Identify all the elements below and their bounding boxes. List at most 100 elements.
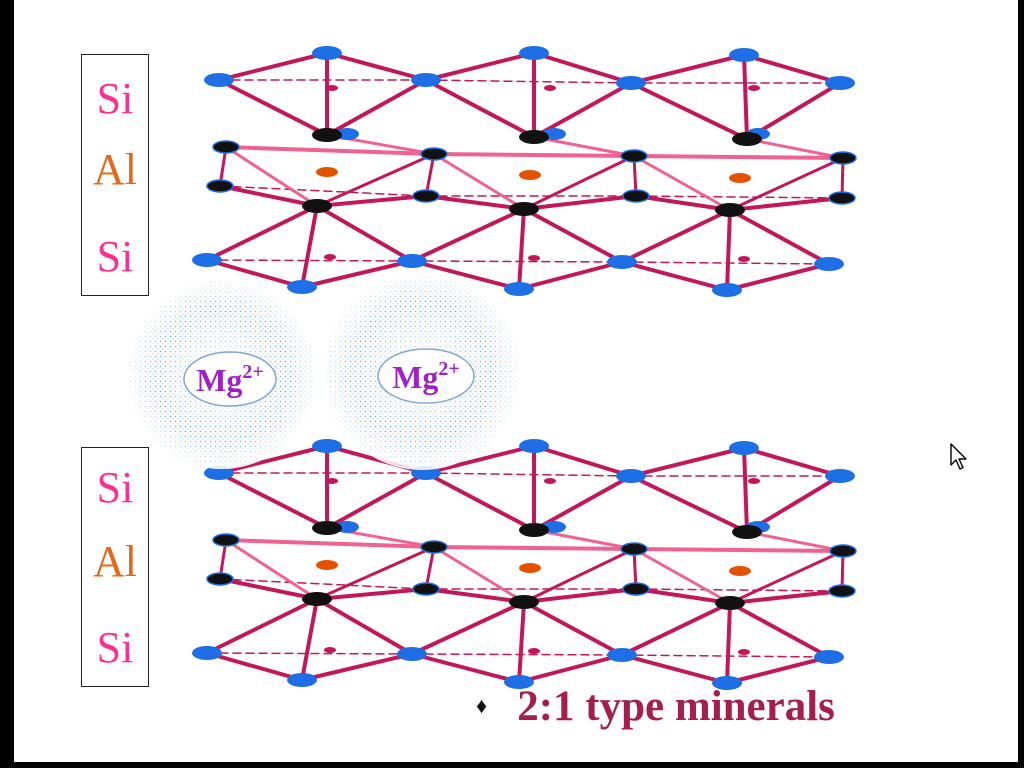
bottom-layer-upper-tetra-bond [325, 471, 428, 530]
bottom-layer-hydroxyl-atom [412, 582, 440, 596]
bottom-layer-lower-tetra-bond [300, 652, 414, 682]
top-layer-hydroxyl-atom [420, 147, 448, 161]
bottom-layer-aluminum-atom [316, 560, 338, 570]
top-layer-octa-bond [728, 196, 844, 212]
top-layer-lower-tetra-bond [300, 259, 414, 289]
top-layer-octa-bond [634, 194, 732, 212]
bottom-layer-lower-tetra-bond [410, 600, 526, 656]
top-layer-lower-tetra-bond [205, 204, 319, 262]
top-layer-mid-dashed-edge [635, 195, 843, 199]
top-layer-oxygen-atom [712, 283, 742, 297]
top-layer-lower-tetra-bond [315, 204, 414, 263]
bottom-layer-oxygen-atom [504, 675, 534, 689]
top-layer-oxygen-atom [397, 254, 427, 268]
top-layer-bottom-dashed-edge [206, 259, 413, 262]
top-layer-upper-tetra-bond [325, 51, 428, 82]
top-layer-mid-dashed-edge [219, 185, 427, 197]
bottom-layer-upper-tetra-bond [629, 446, 746, 478]
top-si-upper-label: Si [96, 74, 134, 123]
top-layer-octa-bond [432, 152, 636, 158]
bottom-layer-oxygen-atom [616, 469, 646, 483]
mg-ion-2: Mg2+ [324, 274, 520, 470]
bottom-layer-oxygen-atom [397, 647, 427, 661]
bottom-layer-octa-bond [424, 587, 526, 604]
top-layer-upper-tetra-bond [629, 53, 746, 85]
bottom-layer-hydroxyl-atom [206, 572, 234, 586]
top-layer-octa-bond [224, 145, 436, 156]
bottom-layer-octa-vertical-bond [424, 545, 436, 591]
top-layer-oxygen-atom [616, 76, 646, 90]
caption-bullet-icon: ♦ [476, 693, 488, 719]
bottom-layer-label-box: Si Al Si [81, 447, 149, 687]
bottom-layer-bottom-dashed-edge [411, 653, 623, 656]
top-layer-upper-tetra-bond [532, 81, 633, 139]
bottom-layer-oxygen-atom [729, 441, 759, 455]
bottom-layer-lower-tetra-bond [517, 653, 624, 684]
bottom-layer-lower-tetra-bond [620, 601, 732, 657]
top-layer-silicon-atom [528, 255, 540, 261]
bottom-layer-octa-bond [432, 545, 636, 551]
mouse-pointer-icon [950, 443, 967, 470]
top-layer-upper-tetra-bond [217, 51, 329, 82]
top-layer-oxygen-atom [729, 48, 759, 62]
top-layer-lower-tetra-bond [728, 208, 831, 266]
bottom-layer-silicon-atom [324, 647, 336, 653]
bottom-layer-upper-tetra-bond [424, 471, 536, 532]
bottom-layer-oxygen-atom [192, 646, 222, 660]
bottom-layer-oxygen-atom [712, 676, 742, 690]
top-layer-octa-bond [224, 145, 319, 208]
bottom-layer-apex-oxygen-atom [519, 523, 549, 537]
top-layer-apex-oxygen-atom [519, 130, 549, 144]
top-layer-lower-tetra-bond [300, 204, 319, 289]
bottom-layer-octa-bond [522, 587, 638, 604]
top-layer-hydroxyl-atom [412, 189, 440, 203]
bottom-layer-oxygen-atom [814, 650, 844, 664]
top-layer-octa-bond [315, 152, 436, 208]
top-layer-octa-bond [728, 156, 845, 212]
top-layer-octa-bond [632, 154, 845, 160]
bottom-layer-octa-bond [632, 547, 732, 605]
mg-ion-1-charge: 2+ [242, 361, 263, 383]
top-layer-octa-bond [522, 194, 638, 211]
top-layer-octa-bond [532, 135, 636, 158]
top-layer-lower-tetra-bond [522, 207, 624, 264]
top-layer-upper-tetra-bond [424, 78, 536, 139]
bottom-layer-octa-bond [432, 545, 526, 604]
top-layer-oxygen-atom [607, 255, 637, 269]
bottom-layer-hydroxyl-atom [828, 584, 856, 598]
top-layer-hydroxyl-atom [212, 140, 240, 154]
bottom-layer-upper-tetra-bond [742, 446, 842, 478]
bottom-layer-bottom-dashed-edge [621, 654, 830, 658]
bottom-layer-octa-bond [632, 547, 845, 553]
bottom-layer-silicon-atom [528, 648, 540, 654]
bottom-layer-lower-tetra-bond [205, 597, 319, 655]
bottom-layer-upper-tetra-bond [742, 446, 749, 534]
top-layer-bottom-dashed-edge [621, 261, 830, 265]
bottom-layer-silicon-atom [544, 478, 556, 484]
top-layer-bottom-dashed-edge [411, 260, 623, 263]
top-layer-upper-tetra-bond [742, 53, 842, 85]
caption: ♦2:1 type minerals [476, 682, 835, 731]
top-layer-label-box: Si Al Si [81, 54, 149, 296]
mg-ion-2-charge: 2+ [438, 358, 459, 380]
bottom-layer-octa-bond [315, 545, 436, 601]
top-al-label: Al [93, 145, 137, 194]
top-layer-oxygen-atom [287, 280, 317, 294]
top-layer-oxygen-atom [814, 257, 844, 271]
bottom-layer-oxygen-atom [607, 648, 637, 662]
top-layer-aluminum-atom [316, 167, 338, 177]
bottom-layer-mid-dashed-edge [219, 578, 427, 590]
bottom-layer-apex-oxygen-atom [312, 521, 342, 535]
bottom-layer-aluminum-atom [519, 563, 541, 573]
top-layer-upper-tetra-bond [742, 53, 749, 141]
bottom-layer-apex-oxygen-atom [732, 525, 762, 539]
bottom-layer-silicon-atom [748, 478, 760, 484]
top-layer-lower-tetra-bond [410, 207, 526, 263]
bottom-layer-lower-tetra-bond [205, 651, 304, 682]
bottom-layer-upper-tetra-bond [217, 444, 329, 475]
top-layer-hydroxyl-atom [620, 149, 648, 163]
bottom-layer-octa-bond [728, 549, 845, 605]
bottom-layer-mid-dashed-edge [635, 588, 843, 592]
mg-ion-2-label: Mg2+ [392, 358, 460, 395]
bottom-layer-upper-tetra-bond [629, 474, 749, 534]
